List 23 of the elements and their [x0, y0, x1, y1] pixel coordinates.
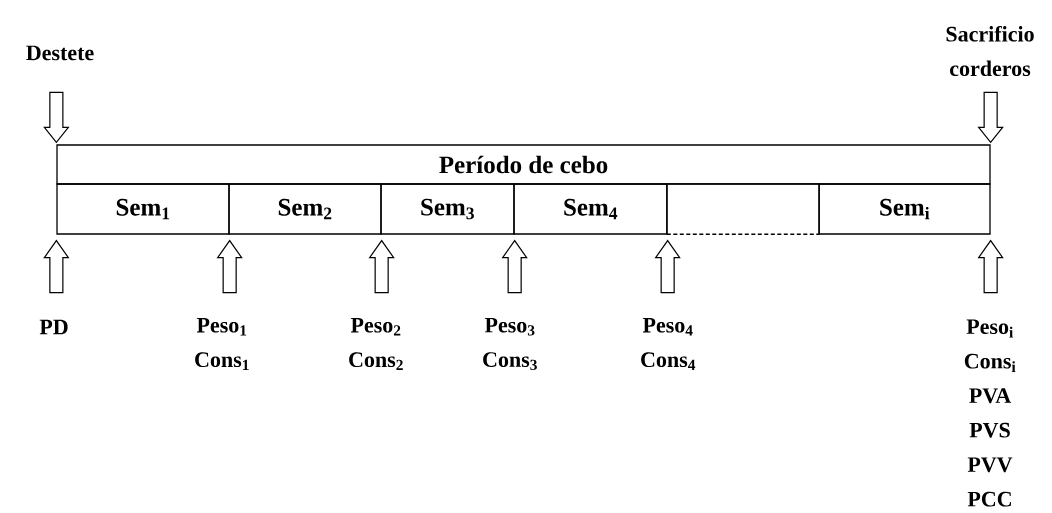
block-arrow [43, 91, 70, 144]
empty-week-cell [666, 183, 820, 235]
block-arrow [43, 239, 70, 294]
block-arrow [977, 91, 1004, 144]
block-arrow [501, 239, 528, 294]
event-label: Peso$_{1}$ Cons$_{1}$ [195, 318, 249, 370]
event-label: Peso$_{4}$ Cons$_{4}$ [641, 318, 696, 370]
event-label: Peso$_{3}$ Cons$_{3}$ [483, 317, 537, 371]
block-arrow [368, 239, 395, 294]
period-bar: Período de cebo [56, 144, 991, 185]
event-label: Peso$_{i}$ Cons$_{i}$ PVA PVS PVV PCC [964, 319, 1016, 507]
event-label: Destete [26, 45, 94, 61]
event-label: Sacrificio corderos [946, 25, 1034, 77]
week-cell: Sem$_{3}$ [380, 183, 515, 235]
block-arrow [654, 239, 681, 294]
block-arrow [216, 239, 243, 294]
week-cell: Sem$_{2}$ [228, 183, 382, 235]
block-arrow [977, 239, 1004, 294]
week-cell: Sem$_{i}$ [818, 183, 991, 235]
event-label: Peso$_{2}$ Cons$_{2}$ [349, 318, 403, 370]
week-cell: Sem$_{4}$ [513, 183, 668, 235]
week-cell: Sem$_{1}$ [56, 183, 230, 235]
event-label: PD [39, 319, 68, 335]
